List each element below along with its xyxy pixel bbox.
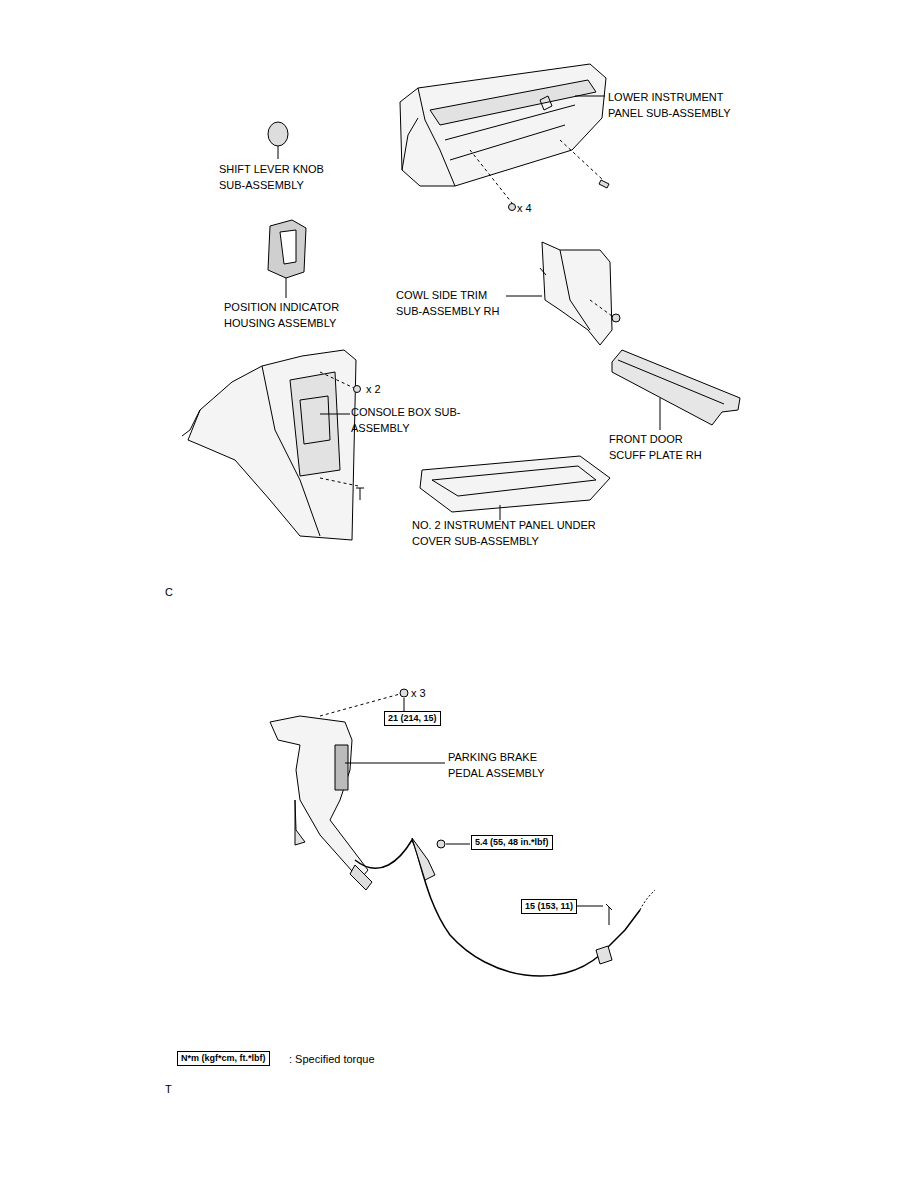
part-name: LOWER INSTRUMENT PANEL SUB-ASSEMBLY bbox=[608, 89, 743, 121]
torque-box: N*m (kgf*cm, ft.*lbf) bbox=[177, 1051, 270, 1066]
part-name: NO. 2 INSTRUMENT PANEL UNDER COVER SUB-A… bbox=[412, 517, 617, 549]
figure-code: T bbox=[165, 1081, 172, 1097]
torque-value: N*m (kgf*cm, ft.*lbf) bbox=[181, 1053, 266, 1063]
torque-value: 15 (153, 11) bbox=[525, 901, 573, 911]
quantity-label: x 3 bbox=[411, 685, 426, 701]
shift-knob-drawing bbox=[268, 122, 288, 159]
position-indicator-drawing bbox=[268, 220, 306, 298]
torque-box: 21 (214, 15) bbox=[384, 711, 441, 726]
parking-brake-drawing bbox=[270, 689, 655, 976]
under-cover-drawing bbox=[420, 456, 610, 520]
part-name: PARKING BRAKE PEDAL ASSEMBLY bbox=[448, 749, 566, 781]
legend-text: : Specified torque bbox=[289, 1051, 375, 1067]
part-name: SHIFT LEVER KNOB SUB-ASSEMBLY bbox=[219, 161, 344, 193]
part-name: FRONT DOOR SCUFF PLATE RH bbox=[609, 431, 717, 463]
part-name: CONSOLE BOX SUB-ASSEMBLY bbox=[351, 404, 461, 436]
quantity-label: x 2 bbox=[366, 381, 381, 397]
scuff-plate-drawing bbox=[612, 350, 740, 430]
quantity-label: x 4 bbox=[517, 200, 532, 216]
torque-value: 21 (214, 15) bbox=[388, 713, 437, 723]
part-name: POSITION INDICATOR HOUSING ASSEMBLY bbox=[224, 299, 359, 331]
lower-instrument-panel-drawing bbox=[400, 64, 609, 211]
cowl-side-trim-drawing bbox=[506, 242, 620, 345]
figure-code: C bbox=[165, 584, 173, 600]
console-box-drawing bbox=[182, 350, 364, 540]
torque-box: 15 (153, 11) bbox=[521, 899, 577, 914]
torque-box: 5.4 (55, 48 in.*lbf) bbox=[471, 835, 553, 850]
part-name: COWL SIDE TRIM SUB-ASSEMBLY RH bbox=[396, 287, 511, 319]
torque-value: 5.4 (55, 48 in.*lbf) bbox=[475, 837, 549, 847]
